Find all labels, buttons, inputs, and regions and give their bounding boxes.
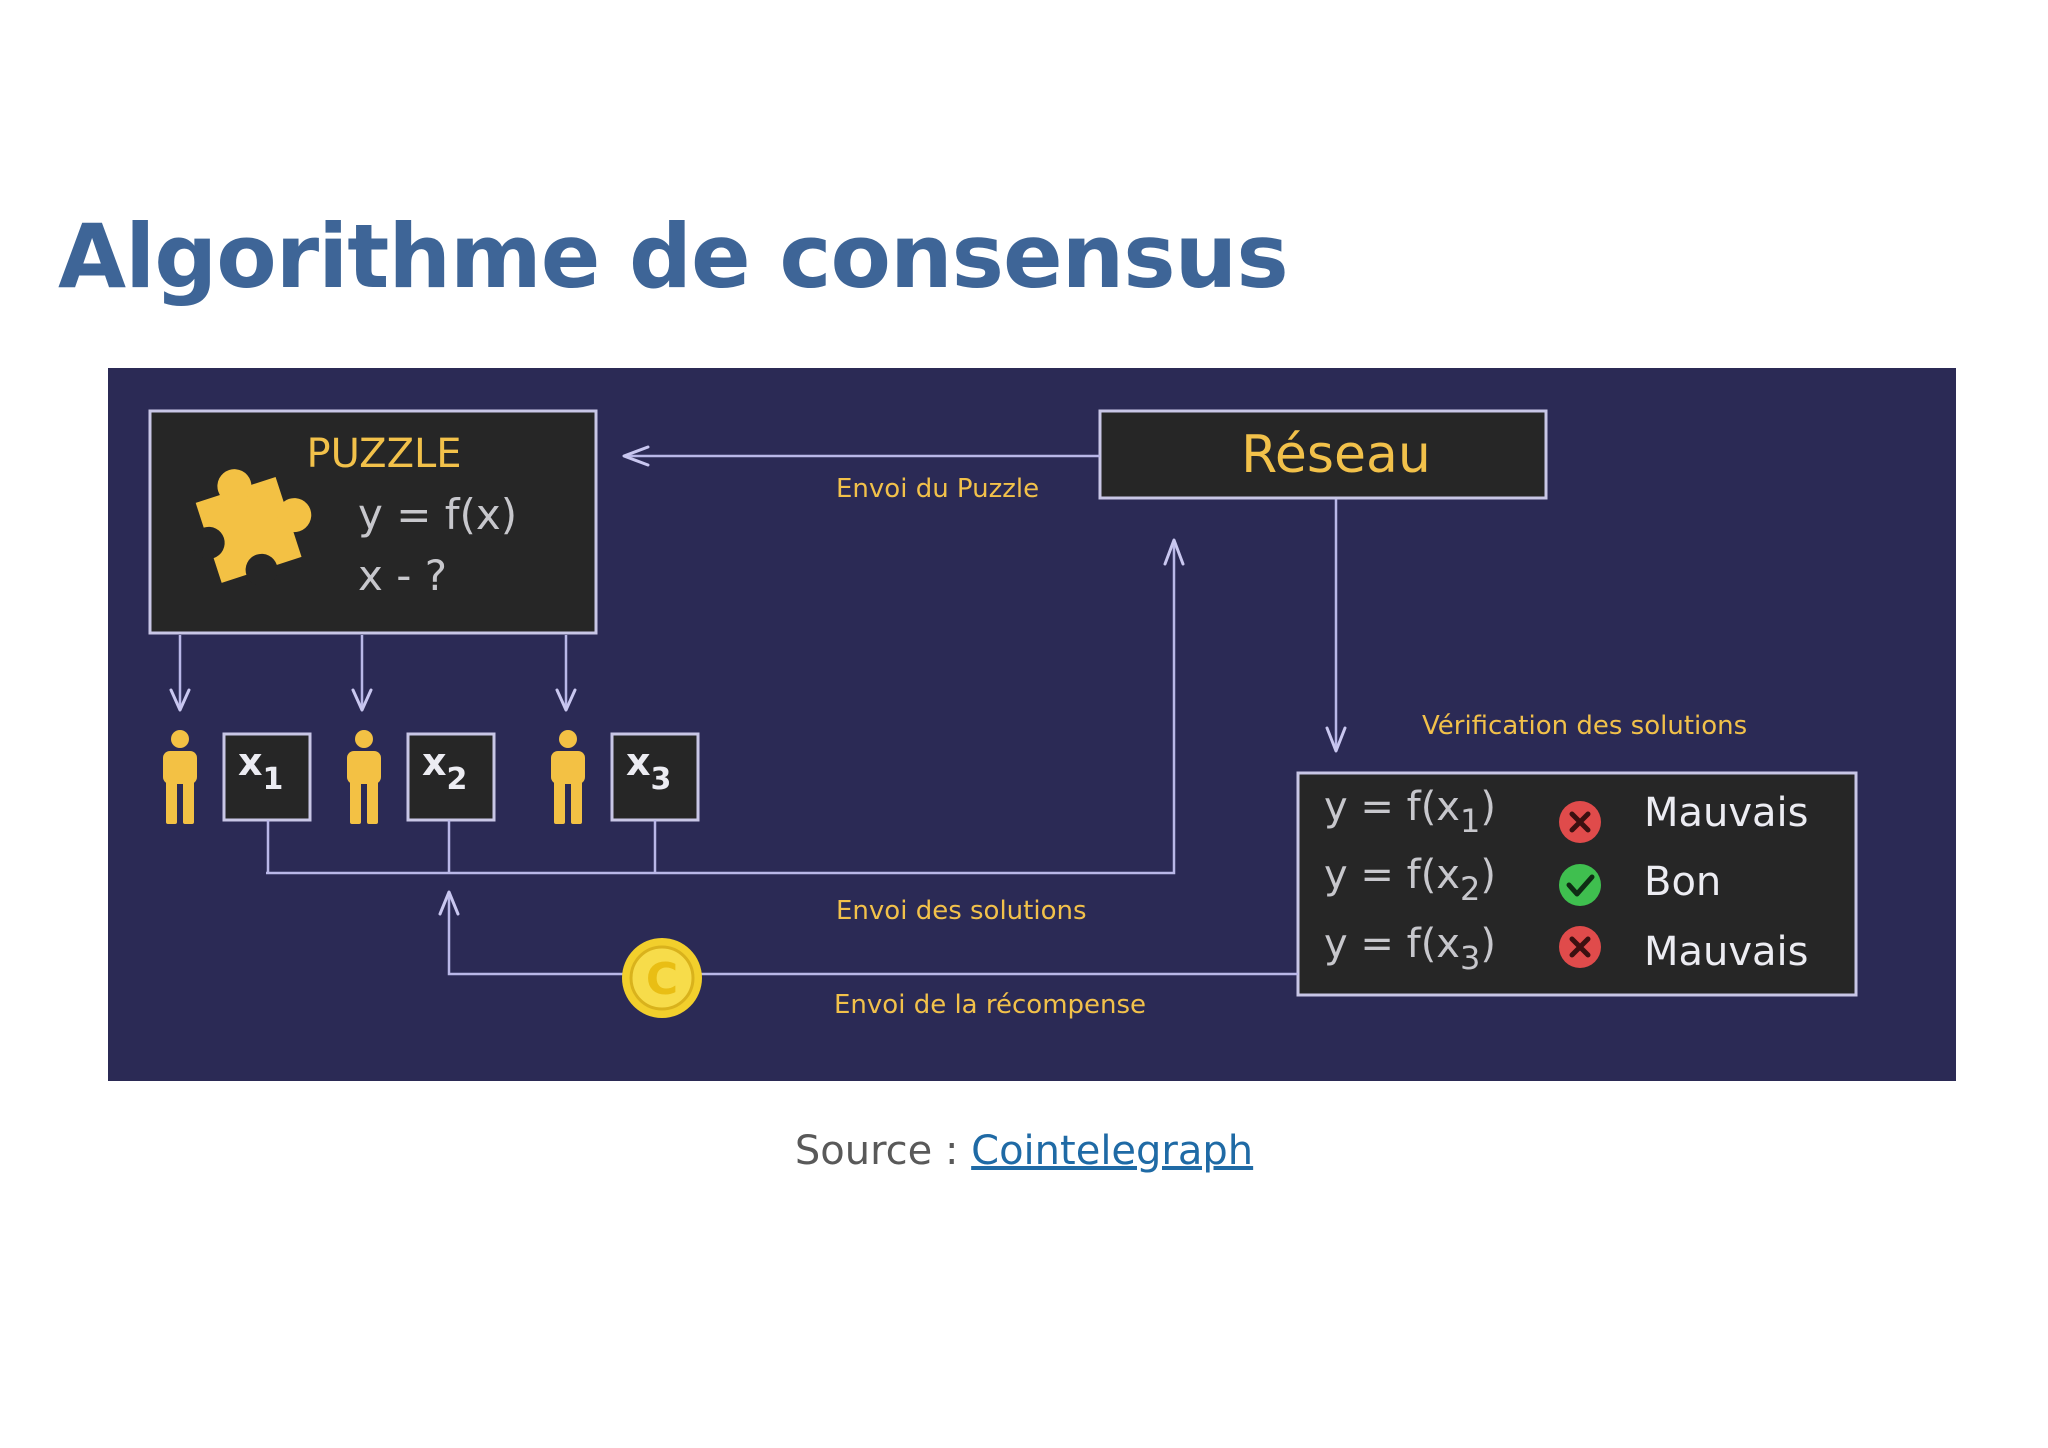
coin-icon: C <box>622 938 702 1018</box>
puzzle-box: PUZZLE y = f(x) x - ? <box>148 409 598 635</box>
miner-sub: 2 <box>447 762 468 797</box>
check-icon <box>1559 864 1601 906</box>
verification-row: y = f(x3) Mauvais <box>1324 921 1809 977</box>
arrow-solutions-to-network <box>266 538 1185 875</box>
verification-result: Mauvais <box>1644 929 1809 975</box>
puzzle-equation: y = f(x) <box>358 490 517 539</box>
miner-var: x <box>238 740 263 784</box>
arrow-network-to-puzzle <box>622 445 1100 467</box>
puzzle-piece-icon <box>192 469 312 586</box>
person-icon <box>163 730 197 824</box>
puzzle-heading: PUZZLE <box>306 431 461 477</box>
miner-sub: 1 <box>263 762 284 797</box>
person-icon <box>551 730 585 824</box>
miner-3: x3 <box>551 730 700 824</box>
source-caption: Source : Cointelegraph <box>0 1128 2048 1174</box>
person-icon <box>347 730 381 824</box>
coin-symbol: C <box>646 954 678 1005</box>
arrow-reward-to-miners <box>438 890 1298 976</box>
network-label: Réseau <box>1241 425 1431 485</box>
arrows-puzzle-to-miners <box>169 635 577 712</box>
caption-prefix: Source : <box>794 1128 972 1174</box>
svg-text:x2: x2 <box>422 740 467 797</box>
wrong-icon <box>1559 801 1601 843</box>
wrong-icon <box>1559 926 1601 968</box>
source-link[interactable]: Cointelegraph <box>971 1128 1254 1174</box>
miner-sub: 3 <box>651 762 672 797</box>
slide-title: Algorithme de consensus <box>58 205 1289 308</box>
consensus-diagram: PUZZLE y = f(x) x - ? Réseau Envoi du Pu… <box>108 368 1956 1081</box>
label-send-solutions: Envoi des solutions <box>836 896 1087 926</box>
verification-row: y = f(x1) Mauvais <box>1324 784 1809 843</box>
arrow-network-to-verification <box>1325 499 1347 753</box>
svg-text:y = f(x1): y = f(x1) <box>1324 784 1496 840</box>
miner-1: x1 <box>163 730 312 824</box>
verification-result: Bon <box>1644 859 1721 905</box>
label-verification: Vérification des solutions <box>1422 711 1747 741</box>
miner-var: x <box>626 740 651 784</box>
svg-text:y = f(x2): y = f(x2) <box>1324 852 1496 908</box>
svg-text:x1: x1 <box>238 740 283 797</box>
svg-text:x3: x3 <box>626 740 671 797</box>
verification-box: y = f(x1) Mauvais y = f(x2) Bon y = f(x3… <box>1296 771 1858 997</box>
miner-2: x2 <box>347 730 496 824</box>
miner-var: x <box>422 740 447 784</box>
puzzle-unknown: x - ? <box>358 551 447 600</box>
svg-text:y = f(x3): y = f(x3) <box>1324 921 1496 977</box>
verification-result: Mauvais <box>1644 790 1809 836</box>
verification-row: y = f(x2) Bon <box>1324 852 1721 908</box>
label-send-puzzle: Envoi du Puzzle <box>836 474 1039 504</box>
network-box: Réseau <box>1098 409 1548 500</box>
label-send-reward: Envoi de la récompense <box>834 990 1146 1020</box>
